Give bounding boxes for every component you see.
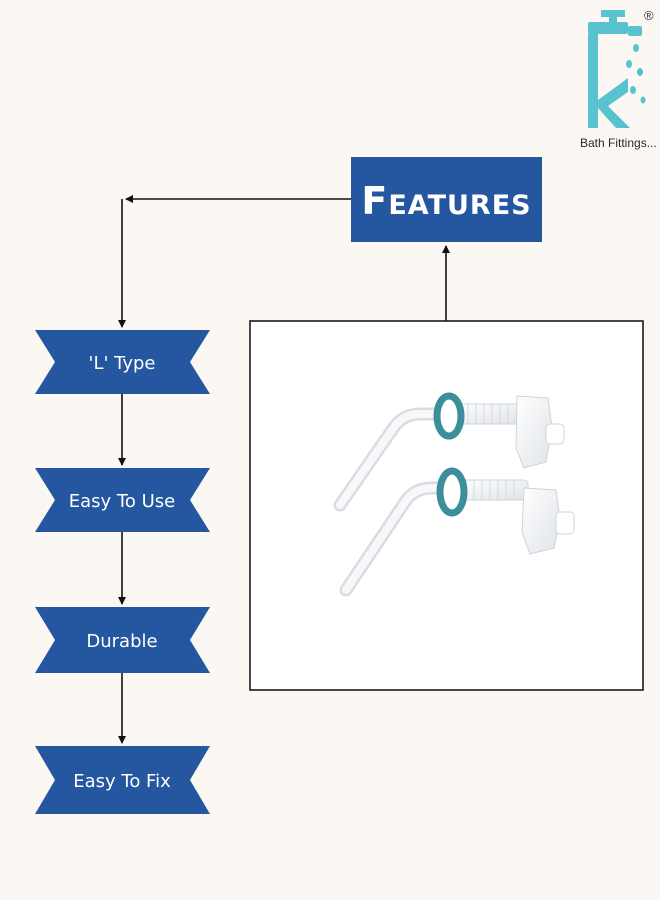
feature-label: Durable xyxy=(86,631,157,652)
feature-label: 'L' Type xyxy=(89,353,156,374)
feature-banner: Easy To Use xyxy=(35,468,210,532)
title-to-list-connector xyxy=(118,195,351,328)
feature-banner: Easy To Fix xyxy=(35,746,210,814)
tap-icon xyxy=(588,10,642,36)
logo-letter xyxy=(588,34,630,128)
feature-label: Easy To Use xyxy=(69,491,175,512)
features-title: Features xyxy=(361,179,531,223)
features-title-banner: Features xyxy=(351,157,542,242)
feature-banner: 'L' Type xyxy=(35,330,210,394)
hinge-bolt xyxy=(333,392,565,512)
brand-logo: ® Bath Fittings... xyxy=(580,8,657,150)
water-drops-icon xyxy=(626,44,646,104)
hinge-bolt xyxy=(339,467,575,597)
logo-tagline: Bath Fittings... xyxy=(580,136,657,150)
feature-label: Easy To Fix xyxy=(73,771,171,792)
feature-banner: Durable xyxy=(35,607,210,673)
toilet-seat-hinge-bolts-image xyxy=(333,392,575,597)
registered-mark: ® xyxy=(644,8,654,23)
